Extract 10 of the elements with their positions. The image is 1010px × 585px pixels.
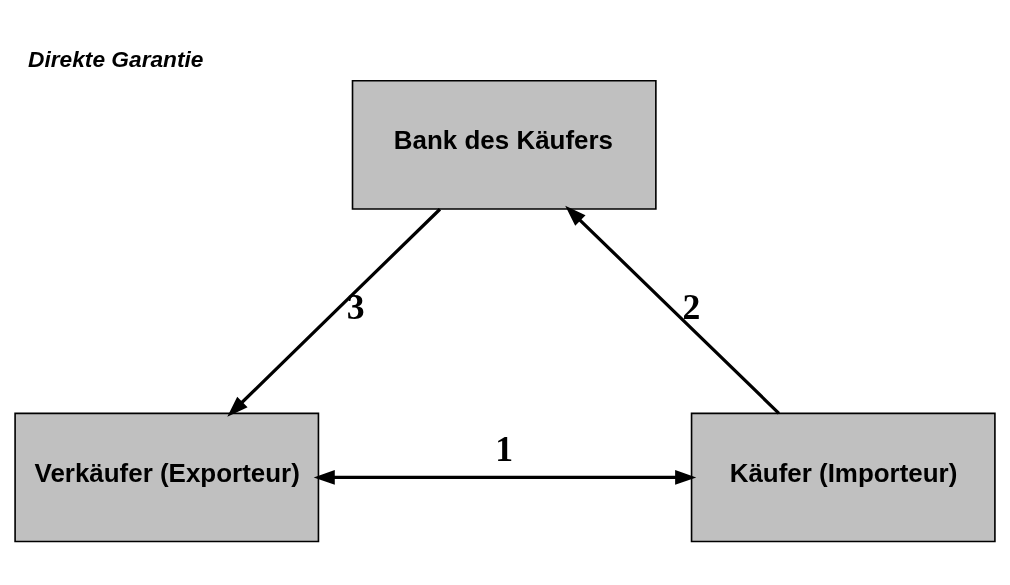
node-box: Verkäufer (Exporteur) [14,412,320,543]
edge-label: 1 [495,428,514,469]
diagram-title: Direkte Garantie [28,45,204,72]
node-box: Käufer (Importeur) [690,412,996,543]
node-box: Bank des Käufers [351,80,657,210]
edge-label: 3 [346,286,365,327]
arrow [313,470,697,485]
edge-label: 2 [682,286,701,327]
arrow [227,208,442,417]
arrow [565,205,781,415]
